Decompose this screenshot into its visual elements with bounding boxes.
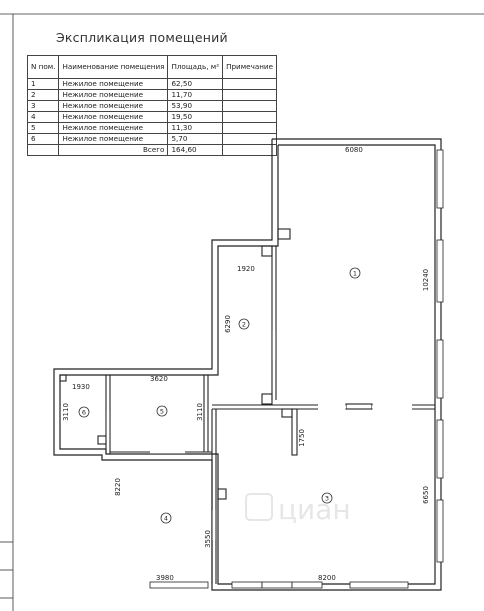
room-number-labels: 1 2 3 4 5 6 bbox=[82, 270, 357, 523]
window bbox=[436, 149, 444, 209]
table-header-row: N пом. Наименование помещения Площадь, м… bbox=[26, 55, 278, 79]
room-3-circle bbox=[321, 492, 333, 504]
window bbox=[349, 581, 409, 589]
door-gaps bbox=[106, 330, 412, 540]
window bbox=[436, 419, 444, 479]
partitions bbox=[59, 228, 435, 584]
dim-corridor: 1750 bbox=[298, 429, 306, 447]
window bbox=[261, 581, 293, 589]
dim-room2-width: 1920 bbox=[237, 265, 255, 273]
room-5-label: 5 bbox=[160, 408, 164, 416]
explication-table: N пом. Наименование помещения Площадь, м… bbox=[26, 55, 278, 156]
room-4-label: 4 bbox=[164, 515, 168, 523]
outer-wall-outline bbox=[53, 138, 442, 591]
dim-room4-height-lower: 3550 bbox=[204, 530, 212, 548]
cell-empty bbox=[26, 144, 60, 156]
dim-room6-height: 3110 bbox=[62, 403, 70, 421]
header-num: N пом. bbox=[26, 55, 60, 79]
header-name: Наименование помещения bbox=[58, 55, 169, 79]
table-row: 6 Нежилое помещение 5,70 bbox=[26, 133, 278, 145]
wall-niche-bottom bbox=[261, 393, 273, 405]
partition-segment bbox=[345, 403, 373, 410]
dim-room2-height: 6290 bbox=[224, 315, 232, 333]
room-6-label: 6 bbox=[82, 409, 86, 417]
corner-box bbox=[59, 374, 67, 382]
room-5-circle bbox=[156, 405, 168, 417]
wall-niche bbox=[261, 245, 273, 257]
window bbox=[436, 499, 444, 563]
dim-room4-width: 3980 bbox=[156, 574, 174, 582]
windows-bottom bbox=[149, 581, 409, 589]
room-3-label: 3 bbox=[325, 495, 329, 503]
dim-room5-height: 3110 bbox=[196, 403, 204, 421]
table-row: 5 Нежилое помещение 11,30 bbox=[26, 122, 278, 134]
room-4-circle bbox=[160, 512, 172, 524]
explication-title: Экспликация помещений bbox=[56, 30, 228, 45]
corner-box bbox=[217, 488, 227, 500]
window bbox=[231, 581, 263, 589]
dim-room4-height: 8220 bbox=[114, 478, 122, 496]
dim-room3-height: 6650 bbox=[422, 486, 430, 504]
wall-niche-top bbox=[277, 228, 291, 240]
room-2-circle bbox=[238, 318, 250, 330]
dim-room5-width: 3620 bbox=[150, 375, 168, 383]
window bbox=[436, 339, 444, 399]
watermark-icon bbox=[245, 493, 273, 521]
cell-note bbox=[222, 144, 278, 156]
room-6-circle bbox=[78, 406, 90, 418]
total-area: 164,60 bbox=[167, 144, 224, 156]
column-wall bbox=[291, 408, 298, 456]
watermark-text: циан bbox=[278, 493, 351, 526]
window bbox=[149, 581, 209, 589]
dimension-labels: 6080 10240 1920 6290 1930 3110 3620 3110… bbox=[62, 146, 430, 582]
windows-right bbox=[436, 149, 444, 563]
room-2-label: 2 bbox=[242, 321, 246, 329]
watermark: циан bbox=[245, 493, 351, 526]
dim-room1-width: 6080 bbox=[345, 146, 363, 154]
header-area: Площадь, м² bbox=[167, 55, 224, 79]
table-total-row: Всего 164,60 bbox=[26, 144, 278, 156]
dim-room3-width: 8200 bbox=[318, 574, 336, 582]
dim-room6-width: 1930 bbox=[72, 383, 90, 391]
dim-room1-height: 10240 bbox=[422, 269, 430, 291]
column-box bbox=[281, 408, 293, 418]
room-number-circles bbox=[78, 267, 361, 524]
corner-box bbox=[97, 435, 107, 445]
cell-num: 2 bbox=[26, 89, 60, 101]
window bbox=[436, 239, 444, 303]
window bbox=[291, 581, 323, 589]
outer-walls bbox=[53, 138, 442, 591]
total-label: Всего bbox=[58, 144, 169, 156]
room-1-circle bbox=[349, 267, 361, 279]
room-1-label: 1 bbox=[353, 270, 357, 278]
sheet-frame bbox=[0, 13, 484, 611]
